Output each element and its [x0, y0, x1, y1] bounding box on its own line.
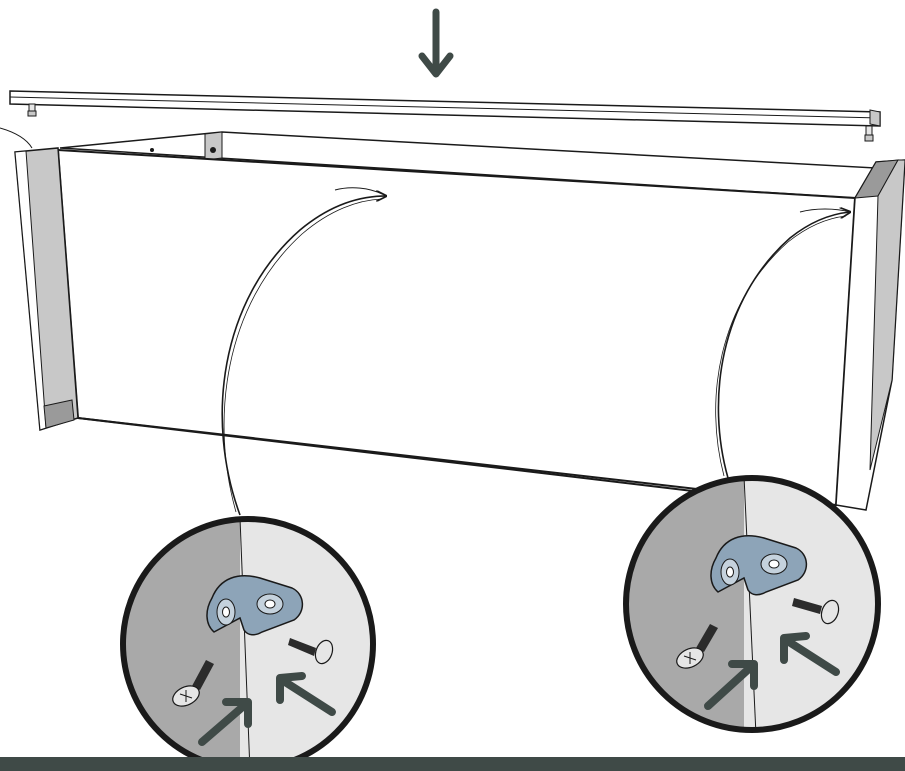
left-side-panel [14, 147, 79, 431]
dowel-right [864, 125, 874, 142]
cabinet-carcass [14, 131, 905, 511]
corner-bracket-icon [710, 535, 808, 596]
corner-bracket-icon [206, 575, 304, 636]
top-panel [9, 90, 881, 142]
push-arrow-icon [780, 632, 840, 676]
footer-band [0, 757, 905, 771]
push-arrow-icon [704, 660, 758, 710]
down-arrow-icon [418, 8, 454, 78]
sketch-mark-left [0, 127, 33, 149]
screw-icon [288, 638, 334, 665]
left-detail [120, 516, 376, 771]
push-arrow-icon [198, 698, 252, 746]
right-detail [623, 475, 881, 733]
push-arrow-icon [276, 672, 336, 716]
screw-icon [792, 598, 840, 625]
curved-arrow-icon [221, 187, 386, 516]
screw-icon [172, 660, 214, 707]
screw-icon [676, 624, 718, 669]
dowel-left [27, 103, 37, 117]
curved-arrow-icon [715, 209, 850, 479]
right-side-panel [835, 159, 905, 511]
